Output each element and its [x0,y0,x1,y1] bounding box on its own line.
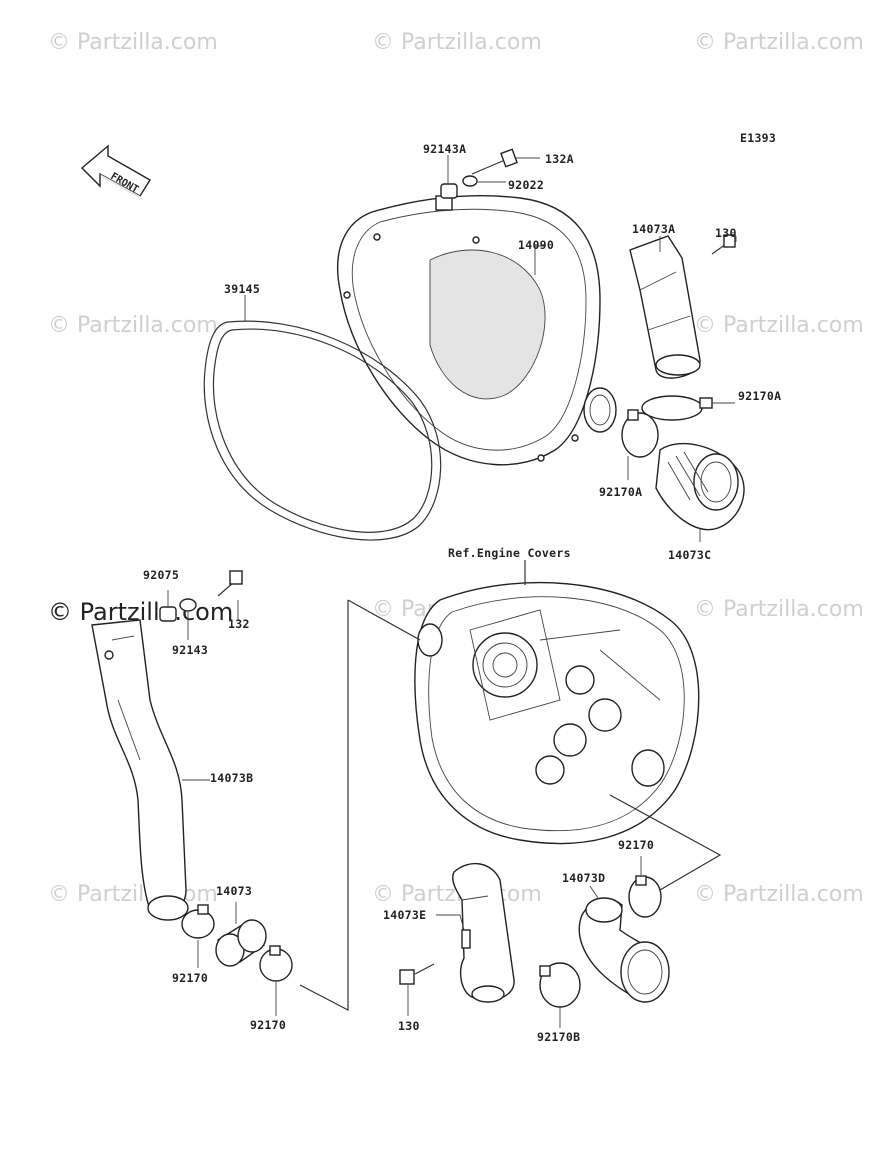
callout-lines [167,155,737,1028]
part-label-14073A[interactable]: 14073A [632,222,676,236]
diagram-code: E1393 [740,131,777,145]
front-arrow-icon: FRONT [80,144,151,200]
gasket-39145 [203,320,442,541]
clamp-92170A-left [621,409,659,458]
watermark: © Partzilla.com [694,882,864,907]
bolt-130-top [711,234,736,255]
watermark: © Partzilla.com [372,30,542,55]
part-label-92170B[interactable]: 92170B [537,1030,581,1044]
clamp-92170-left-2 [259,945,293,982]
watermark: © Partzilla.com [694,30,864,55]
part-label-92075[interactable]: 92075 [143,568,180,582]
part-label-14073C[interactable]: 14073C [668,548,712,562]
clamp-92170-right [628,875,662,918]
clamp-92170A-right [641,395,713,421]
part-label-14073B[interactable]: 14073B [210,771,254,785]
bolt-130-bottom [399,963,435,985]
part-label-92170-c[interactable]: 92170 [618,838,655,852]
watermark: © Partzilla.com [48,882,218,907]
part-label-92143A[interactable]: 92143A [423,142,467,156]
part-label-92022[interactable]: 92022 [508,178,545,192]
part-label-14090[interactable]: 14090 [518,238,555,252]
part-label-132A[interactable]: 132A [545,152,574,166]
part-label-130-bottom[interactable]: 130 [398,1019,420,1033]
clamp-92170B [539,962,581,1008]
part-label-132[interactable]: 132 [228,617,250,631]
part-label-92170A-left[interactable]: 92170A [599,485,643,499]
duct-14073B [91,619,189,921]
part-label-92170-a[interactable]: 92170 [172,971,209,985]
engine-cover-ref [414,581,700,845]
watermark: © Partzilla.com [694,597,864,622]
part-label-14073D[interactable]: 14073D [562,871,606,885]
elbow-14073D [578,897,670,1003]
outer-cover-14090 [336,195,617,466]
boot-14073 [215,919,267,967]
boot-14073C [655,442,745,531]
bolt-132 [217,570,243,597]
watermark: © Partzilla.com [48,313,218,338]
part-label-130-top[interactable]: 130 [715,226,737,240]
watermark: © Partzilla.com [48,30,218,55]
part-label-92143[interactable]: 92143 [172,643,209,657]
part-label-14073[interactable]: 14073 [216,884,253,898]
part-label-39145[interactable]: 39145 [224,282,261,296]
part-label-92170A-right[interactable]: 92170A [738,389,782,403]
ref-engine-covers-note: Ref.Engine Covers [448,546,571,560]
washer-92022 [462,175,478,187]
duct-14073E [452,862,515,1003]
washer-92143 [179,598,197,612]
part-label-92170-b[interactable]: 92170 [250,1018,287,1032]
part-label-14073E[interactable]: 14073E [383,908,427,922]
collar-92075 [159,606,177,622]
bolt-132A [471,148,518,175]
duct-14073A [629,235,701,379]
collar-92143A [440,183,458,199]
clamp-92170-left-1 [181,904,215,939]
leader-lines [299,560,722,1011]
watermark: © Partzilla.com [694,313,864,338]
